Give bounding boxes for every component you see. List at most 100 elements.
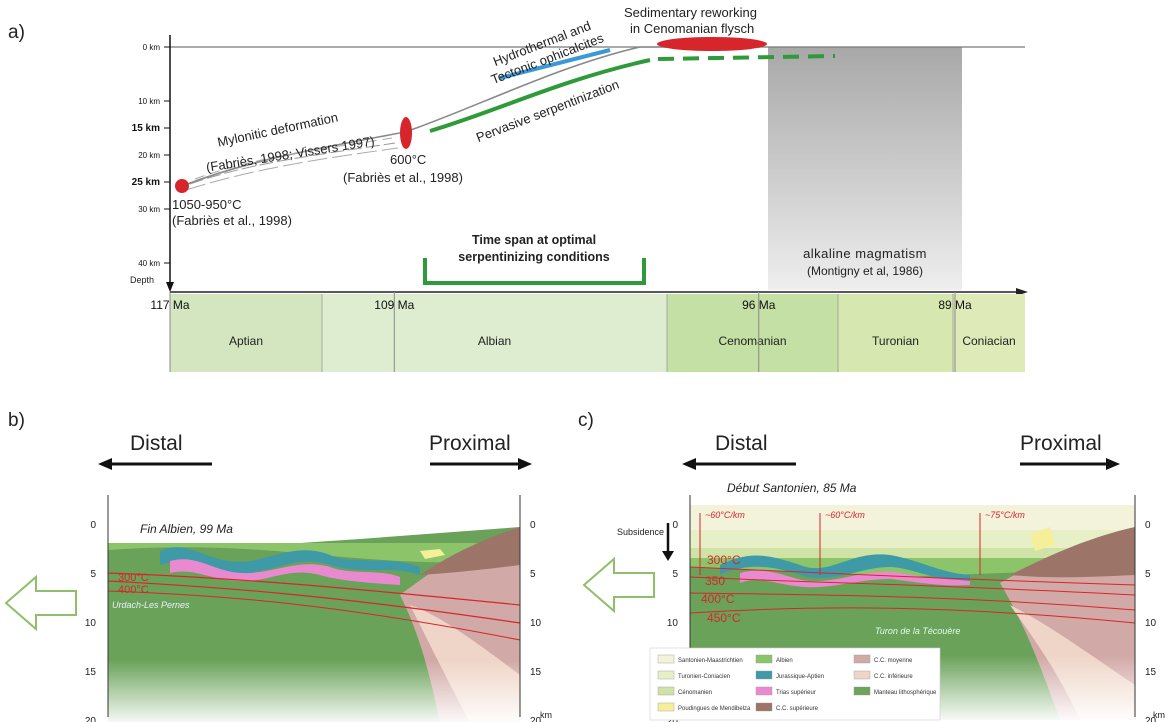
time-span-line-2: serpentinizing conditions [458, 250, 610, 264]
panel-c-title: Début Santonien, 85 Ma [727, 481, 857, 495]
time-tick-label: 117 Ma [150, 298, 189, 312]
time-tick-label: 109 Ma [374, 298, 414, 312]
panel-c-gradient-2: ~60°C/km [825, 510, 865, 520]
stage-band [667, 294, 838, 372]
depth-tick-label: 30 km [138, 205, 160, 214]
panel-c-legend [649, 647, 941, 721]
temp-high-point [175, 179, 189, 193]
depth-tick-right: 5 [530, 569, 536, 580]
legend-label: Turonien-Coniacien [678, 674, 730, 680]
panel-c-side-arrow [582, 556, 655, 614]
panel-c-subsidence-label: Subsidence [617, 527, 665, 537]
temp-high-label: 1050-950°C [172, 197, 242, 212]
panel-b-title: Fin Albien, 99 Ma [140, 522, 233, 536]
depth-tick-right: 10 [1145, 618, 1157, 629]
depth-tick-label: 25 km [132, 177, 160, 188]
alkaline-magmatism-ref: (Montigny et al, 1986) [806, 264, 924, 278]
legend-label: Trias supérieur [776, 690, 816, 696]
depth-tick-right: 10 [530, 618, 542, 629]
panel-c-proximal-label: Proximal [1020, 432, 1102, 455]
stage-label: Albian [478, 334, 511, 348]
legend-swatch [657, 670, 675, 680]
depth-tick-label: 20 km [138, 151, 160, 160]
time-span-label: Time span at optimal serpentinizing cond… [434, 232, 634, 266]
depth-tick-left: 0 [90, 520, 96, 531]
depth-axis-arrowhead [166, 282, 174, 292]
time-tick-label: 96 Ma [742, 298, 776, 312]
cenomanian-flysch-label: in Cenomanian flysch [630, 21, 755, 36]
panel-c-isotherm-350: 350 [705, 574, 726, 588]
alkaline-magmatism-label: alkaline magmatism [803, 246, 927, 261]
panel-b-unit: km [540, 710, 552, 720]
depth-tick-right: 0 [1145, 520, 1151, 531]
depth-tick-right: 0 [530, 520, 536, 531]
stage-label: Cenomanian [718, 334, 786, 348]
stage-band [838, 294, 953, 372]
panel-a-letter: a) [8, 22, 25, 43]
mylonitic-band-line-2 [185, 147, 399, 191]
stage-band [953, 294, 1025, 372]
depth-axis-title: Depth [130, 275, 155, 285]
legend-swatch [755, 702, 773, 712]
depth-tick-left: 20 [85, 716, 97, 722]
sedimentary-reworking-label: Sedimentary reworking [624, 5, 757, 20]
depth-tick-right: 20 [530, 716, 542, 722]
panel-b-side-arrow [4, 574, 77, 632]
mylonitic-band-line-3 [194, 137, 393, 180]
stage-label: Aptian [229, 334, 263, 348]
serpentinization-line [429, 58, 651, 133]
panel-c-legend-items: Santonien-MaastrichtienTuronien-Coniacie… [657, 654, 937, 712]
stage-band [170, 294, 322, 372]
panel-c-isotherm-400: 400°C [701, 592, 735, 606]
panel-c-letter: c) [578, 410, 594, 431]
legend-swatch [853, 654, 871, 664]
time-span-line-1: Time span at optimal [471, 233, 597, 247]
stage-band [322, 294, 667, 372]
depth-tick-left: 15 [85, 667, 97, 678]
panel-b-proximal-label: Proximal [429, 432, 511, 455]
depth-tick-left: 0 [672, 520, 678, 531]
depth-tick-label: 0 km [143, 43, 161, 52]
legend-swatch [853, 686, 871, 696]
temp-600-ellipse [400, 117, 412, 149]
panel-c-distal-label: Distal [715, 432, 768, 455]
panel-b-isotherm-400: 400°C [118, 584, 149, 596]
stage-label: Turonian [872, 334, 919, 348]
panel-b-letter: b) [8, 410, 25, 431]
depth-tick-label: 15 km [132, 123, 160, 134]
alkaline-magmatism-box-fill [768, 47, 962, 290]
temp-high-ref: (Fabriès et al., 1998) [172, 213, 292, 228]
legend-swatch [755, 686, 773, 696]
legend-swatch [755, 654, 773, 664]
panel-c-isotherm-450: 450°C [707, 611, 741, 625]
panel-c-gradient-1: ~60°C/km [705, 510, 745, 520]
legend-label: Albien [776, 658, 793, 664]
mylonitic-band-line-1 [189, 142, 396, 185]
time-span-bracket [423, 258, 646, 285]
legend-label: C.C. inférieure [874, 674, 913, 680]
panel-c-unit: km [1153, 710, 1165, 720]
depth-tick-right: 15 [530, 667, 542, 678]
panel-b-place-label: Urdach-Les Pernes [112, 600, 190, 610]
depth-tick-left: 5 [90, 569, 96, 580]
stage-bands: Aptian Albian Cenomanian Turonian Coniacian [169, 294, 1025, 372]
legend-swatch [657, 702, 675, 712]
depth-tick-left: 10 [667, 618, 679, 629]
panel-c-isotherm-300: 300°C [707, 553, 741, 567]
legend-label: Santonien-Maastrichtien [678, 658, 743, 664]
panel-c-gradient-3: ~75°C/km [985, 510, 1025, 520]
legend-label: Manteau lithosphérique [874, 690, 937, 696]
legend-label: C.C. moyenne [874, 658, 913, 664]
depth-tick-right: 5 [1145, 569, 1151, 580]
ophicalcite-line [499, 48, 611, 80]
panel-c-place-label: Turon de la Técouère [875, 626, 961, 636]
temp-600-ref: (Fabriès et al., 1998) [343, 170, 463, 185]
panel-b-distal-label: Distal [130, 432, 183, 455]
stage-label: Coniacian [962, 334, 1015, 348]
